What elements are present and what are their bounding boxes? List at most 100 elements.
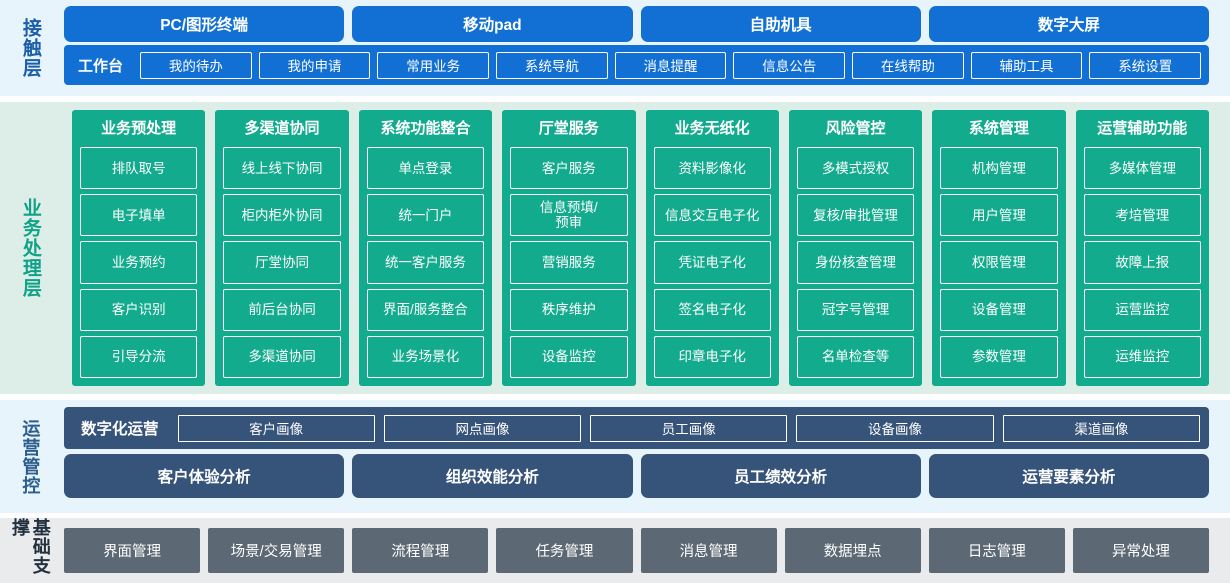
analysis-box-customer-experience[interactable]: 客户体验分析 [64,454,345,498]
business-item[interactable]: 多渠道协同 [223,335,341,379]
business-item[interactable]: 参数管理 [940,335,1058,379]
foundation-item-data-tracking[interactable]: 数据埋点 [784,528,921,573]
foundation-layer-label: 基础支撑 [10,518,51,575]
business-column-title: 多渠道协同 [244,120,320,137]
business-item[interactable]: 信息预填/预审 [510,194,628,237]
business-item[interactable]: 复核/审批管理 [796,194,915,237]
business-layer-body: 业务预处理 排队取号 电子填单 业务预约 客户识别 引导分流 多渠道协同 线上线… [60,102,1230,394]
operations-layer-label: 运营管控 [20,418,41,495]
foundation-item-ui-management[interactable]: 界面管理 [64,528,201,573]
channel-row: PC/图形终端 移动pad 自助机具 数字大屏 [64,6,1209,42]
business-item[interactable]: 身份核查管理 [796,241,915,284]
business-item[interactable]: 信息交互电子化 [653,194,771,237]
portrait-item-employee[interactable]: 员工画像 [590,414,788,442]
workbench-item-my-todo[interactable]: 我的待办 [140,51,252,79]
business-item[interactable]: 排队取号 [80,147,198,190]
business-item[interactable]: 凭证电子化 [653,241,771,284]
business-item[interactable]: 名单检查等 [796,335,915,379]
business-column-title: 业务预处理 [101,120,177,137]
digital-operations-bar: 数字化运营 客户画像 网点画像 员工画像 设备画像 渠道画像 [64,407,1209,449]
workbench-item-message-reminder[interactable]: 消息提醒 [614,51,727,79]
business-column-title: 业务无纸化 [674,120,750,137]
foundation-item-process-management[interactable]: 流程管理 [352,528,489,573]
workbench-item-online-help[interactable]: 在线帮助 [852,51,964,79]
business-layer: 业务处理层 业务预处理 排队取号 电子填单 业务预约 客户识别 引导分流 多渠道… [0,102,1230,394]
business-item[interactable]: 考培管理 [1083,194,1201,237]
operations-layer-body: 数字化运营 客户画像 网点画像 员工画像 设备画像 渠道画像 客户体验分析 组织… [60,400,1230,513]
foundation-item-message-management[interactable]: 消息管理 [640,528,777,573]
foundation-layer-body: 界面管理 场景/交易管理 流程管理 任务管理 消息管理 数据埋点 日志管理 异常… [60,518,1230,583]
analysis-box-org-efficiency[interactable]: 组织效能分析 [352,454,633,498]
business-item[interactable]: 客户识别 [80,288,198,331]
channel-box-pc[interactable]: PC/图形终端 [64,6,345,42]
business-item[interactable]: 多媒体管理 [1083,147,1201,190]
business-item[interactable]: 多模式授权 [796,147,915,190]
workbench-item-announcement[interactable]: 信息公告 [733,51,846,79]
operations-layer: 运营管控 数字化运营 客户画像 网点画像 员工画像 设备画像 渠道画像 客户体验… [0,400,1230,513]
business-column-multichannel: 多渠道协同 线上线下协同 柜内柜外协同 厅堂协同 前后台协同 多渠道协同 [215,110,349,386]
business-item[interactable]: 客户服务 [510,147,628,190]
channel-box-self-service[interactable]: 自助机具 [640,6,921,42]
business-item[interactable]: 秩序维护 [510,288,628,331]
business-item[interactable]: 界面/服务整合 [366,288,485,331]
workbench-item-system-navigation[interactable]: 系统导航 [496,51,608,79]
business-column-lobby-service: 厅堂服务 客户服务 信息预填/预审 营销服务 秩序维护 设备监控 [502,110,636,386]
portrait-item-device[interactable]: 设备画像 [796,414,994,442]
workbench-item-common-business[interactable]: 常用业务 [377,51,490,79]
analysis-box-operating-factors[interactable]: 运营要素分析 [928,454,1209,498]
business-column-title: 风险管控 [825,120,886,137]
foundation-item-scene-transaction[interactable]: 场景/交易管理 [208,528,345,573]
business-item[interactable]: 营销服务 [510,241,628,284]
business-column-title: 系统功能整合 [380,120,471,137]
business-item[interactable]: 电子填单 [80,194,198,237]
business-item[interactable]: 单点登录 [366,147,485,190]
portrait-item-customer[interactable]: 客户画像 [177,414,375,442]
business-item[interactable]: 运维监控 [1083,335,1201,379]
business-column-preprocess: 业务预处理 排队取号 电子填单 业务预约 客户识别 引导分流 [72,110,206,386]
workbench-item-aux-tools[interactable]: 辅助工具 [970,51,1083,79]
business-column-paperless: 业务无纸化 资料影像化 信息交互电子化 凭证电子化 签名电子化 印章电子化 [645,110,779,386]
foundation-item-exception-handling[interactable]: 异常处理 [1072,528,1209,573]
business-column-title: 厅堂服务 [538,120,599,137]
business-item[interactable]: 业务预约 [80,241,198,284]
business-column-title: 运营辅助功能 [1097,120,1188,137]
business-column-risk-control: 风险管控 多模式授权 复核/审批管理 身份核查管理 冠字号管理 名单检查等 [788,110,923,386]
channel-box-digital-screen[interactable]: 数字大屏 [928,6,1209,42]
business-item[interactable]: 印章电子化 [653,335,771,379]
business-item[interactable]: 机构管理 [940,147,1058,190]
business-item[interactable]: 前后台协同 [223,288,341,331]
foundation-item-task-management[interactable]: 任务管理 [496,528,633,573]
business-item[interactable]: 统一客户服务 [366,241,485,284]
channel-box-mobile-pad[interactable]: 移动pad [352,6,633,42]
business-item[interactable]: 引导分流 [80,335,198,379]
contact-layer: 接触层 PC/图形终端 移动pad 自助机具 数字大屏 工作台 我的待办 我的申… [0,0,1230,96]
workbench-item-system-settings[interactable]: 系统设置 [1089,51,1202,79]
business-column-system-management: 系统管理 机构管理 用户管理 权限管理 设备管理 参数管理 [932,110,1066,386]
business-item[interactable]: 资料影像化 [653,147,771,190]
business-item[interactable]: 故障上报 [1083,241,1201,284]
digital-operations-title: 数字化运营 [81,421,159,438]
foundation-layer: 基础支撑 界面管理 场景/交易管理 流程管理 任务管理 消息管理 数据埋点 日志… [0,518,1230,583]
foundation-item-log-management[interactable]: 日志管理 [928,528,1065,573]
business-item[interactable]: 厅堂协同 [223,241,341,284]
business-item[interactable]: 签名电子化 [653,288,771,331]
business-item[interactable]: 权限管理 [940,241,1058,284]
analysis-box-employee-performance[interactable]: 员工绩效分析 [640,454,921,498]
portrait-item-branch[interactable]: 网点画像 [383,414,582,442]
business-item[interactable]: 冠字号管理 [796,288,915,331]
portrait-item-channel[interactable]: 渠道画像 [1002,414,1200,442]
business-item[interactable]: 线上线下协同 [223,147,341,190]
business-item[interactable]: 统一门户 [366,194,485,237]
analysis-row: 客户体验分析 组织效能分析 员工绩效分析 运营要素分析 [64,454,1209,498]
business-column-system-integration: 系统功能整合 单点登录 统一门户 统一客户服务 界面/服务整合 业务场景化 [358,110,493,386]
business-item[interactable]: 运营监控 [1083,288,1201,331]
business-item[interactable]: 设备监控 [510,335,628,379]
business-item[interactable]: 柜内柜外协同 [223,194,341,237]
workbench-item-my-application[interactable]: 我的申请 [258,51,371,79]
workbench-bar: 工作台 我的待办 我的申请 常用业务 系统导航 消息提醒 信息公告 在线帮助 辅… [64,45,1209,85]
business-item[interactable]: 业务场景化 [366,335,485,379]
business-item[interactable]: 用户管理 [940,194,1058,237]
business-column-title: 系统管理 [968,120,1029,137]
business-item[interactable]: 设备管理 [940,288,1058,331]
